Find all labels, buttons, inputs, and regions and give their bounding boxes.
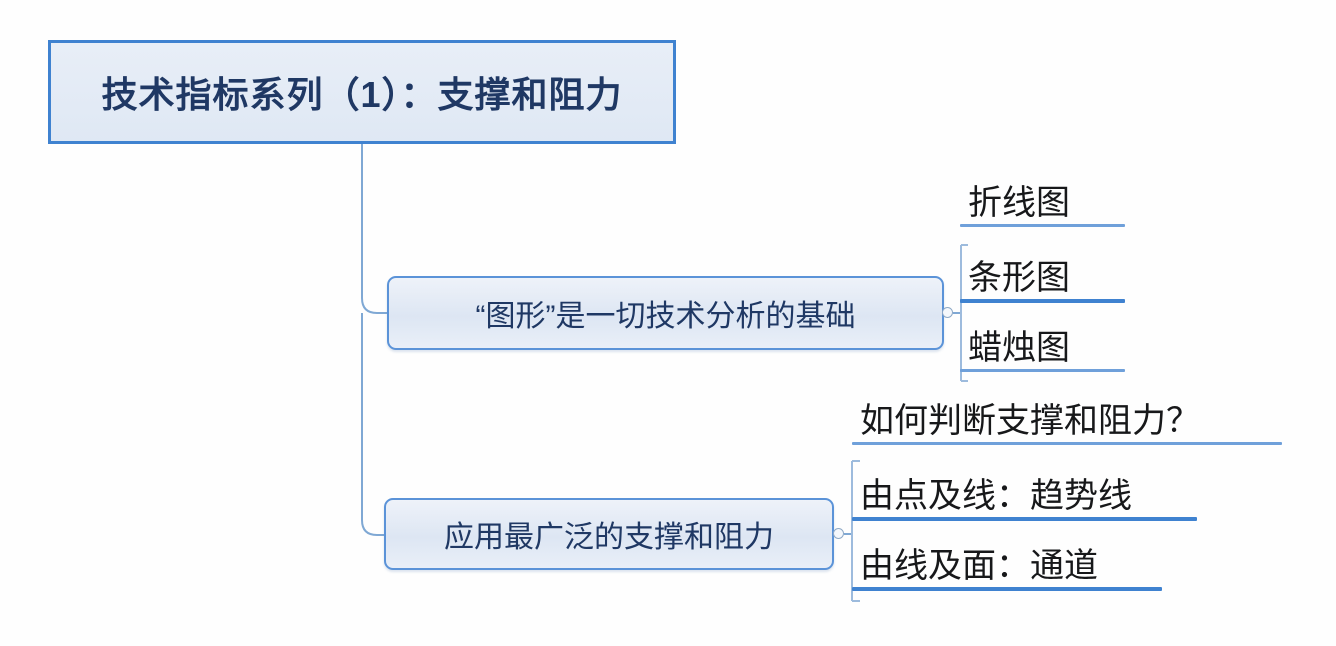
leaf-node-channel[interactable]: 由线及面：通道 (852, 548, 1162, 591)
leaf-node-line-chart[interactable]: 折线图 (960, 185, 1125, 227)
root-node[interactable]: 技术指标系列（1）：支撑和阻力 (48, 40, 676, 144)
collapse-marker-branch-1[interactable] (942, 307, 953, 318)
collapse-marker-branch-2[interactable] (833, 528, 844, 539)
leaf-underline (960, 223, 1125, 227)
leaf-node-trendline[interactable]: 由点及线：趋势线 (852, 478, 1197, 521)
branch-node-label: 应用最广泛的支撑和阻力 (444, 521, 774, 554)
leaf-underline (852, 516, 1197, 521)
leaf-node-label: 由点及线：趋势线 (860, 477, 1132, 515)
root-node-label: 技术指标系列（1）：支撑和阻力 (101, 74, 623, 115)
leaf-node-bar-chart[interactable]: 条形图 (960, 260, 1125, 303)
leaf-node-how-to-judge[interactable]: 如何判断支撑和阻力？ (852, 403, 1282, 445)
leaf-node-label: 条形图 (968, 259, 1070, 297)
leaf-underline (960, 298, 1125, 303)
branch-node-support-resistance[interactable]: 应用最广泛的支撑和阻力 (384, 498, 834, 570)
leaf-node-label: 如何判断支撑和阻力？ (860, 402, 1200, 440)
leaf-underline (852, 586, 1162, 591)
leaf-node-label: 折线图 (968, 184, 1070, 222)
leaf-node-label: 由线及面：通道 (860, 547, 1098, 585)
leaf-underline (852, 441, 1282, 445)
leaf-underline (960, 368, 1125, 372)
leaf-node-label: 蜡烛图 (968, 329, 1070, 367)
branch-node-graphics[interactable]: “图形”是一切技术分析的基础 (387, 276, 944, 350)
branch-node-label: “图形”是一切技术分析的基础 (475, 300, 856, 333)
leaf-node-candlestick-chart[interactable]: 蜡烛图 (960, 330, 1125, 372)
